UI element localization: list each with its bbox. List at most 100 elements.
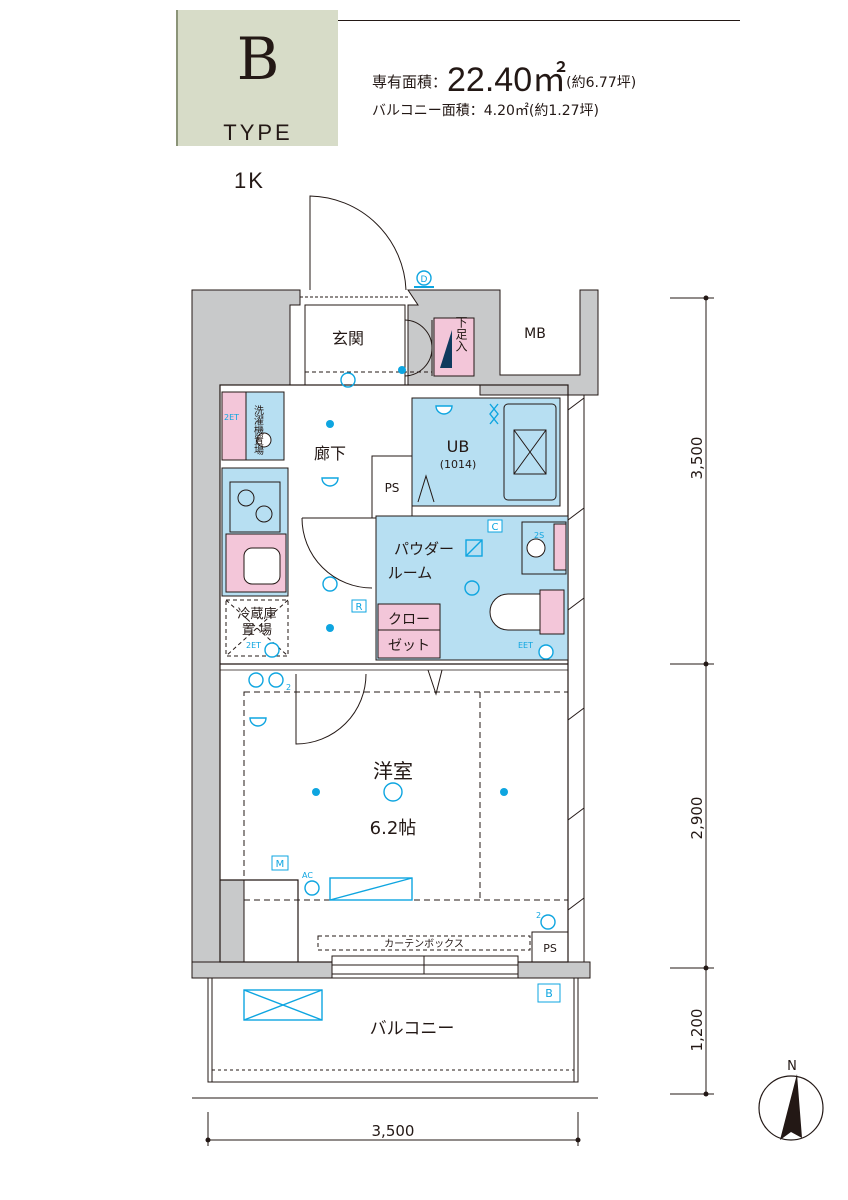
- sink-basin: [243, 547, 281, 585]
- dim-dot-2: [703, 965, 709, 971]
- layout-label: 1K: [234, 168, 265, 193]
- mb-label: MB: [524, 326, 546, 342]
- two-s-label: 2S: [534, 531, 544, 540]
- western-room-area: [243, 691, 569, 901]
- right-wall-tick-1: [567, 397, 585, 411]
- bathtub-x-2: [513, 429, 547, 475]
- d-symbol-label: D: [421, 275, 428, 285]
- closet-door-mark: [427, 669, 443, 696]
- compass-label: N: [787, 1059, 797, 1074]
- stove: [229, 481, 281, 533]
- shoe-box-marker: [440, 330, 452, 368]
- dim-v1: 3,500: [688, 437, 706, 480]
- balcony-area: [207, 977, 579, 1083]
- ub-size-label: (1014): [440, 458, 477, 471]
- western-room-size: 6.2帖: [370, 818, 417, 839]
- dim-v3: 1,200: [688, 1009, 706, 1052]
- entrance-label: 玄関: [332, 329, 364, 348]
- dim-dot-bottom: [703, 1091, 709, 1097]
- ac-label: AC: [302, 871, 313, 880]
- d-symbol: [416, 270, 432, 286]
- eet-label: EET: [518, 641, 533, 650]
- hallway-label: 廊下: [314, 444, 346, 463]
- two-label-2: 2: [536, 911, 541, 920]
- right-wall-tick-4: [567, 707, 585, 721]
- compass: N: [758, 1059, 824, 1141]
- type-word: TYPE: [223, 120, 293, 145]
- two-label-1: 2: [286, 683, 291, 692]
- outlet-room-1: [268, 672, 284, 688]
- r-symbol-label: R: [356, 602, 363, 613]
- powder-label-2: ルーム: [388, 564, 433, 582]
- dim-h-dot-right: [575, 1137, 581, 1143]
- c-symbol-label: C: [492, 522, 499, 533]
- ps-lower: [531, 931, 569, 963]
- m-symbol-box: [271, 855, 289, 871]
- ub-door: [417, 474, 435, 503]
- c-symbol-box: [487, 519, 503, 533]
- shoe-box-label: 下足入: [454, 316, 468, 352]
- type-badge: B TYPE: [176, 10, 338, 146]
- closet-label-2: ゼット: [388, 638, 430, 654]
- outdoor-unit: [243, 989, 323, 1021]
- right-wall-tick-2: [567, 507, 585, 521]
- floor-heater: [329, 877, 413, 901]
- hall-light-1: [326, 420, 334, 428]
- balcony-area: バルコニー面積：4.20㎡(約1.27坪): [372, 103, 599, 119]
- burner-2: [255, 505, 273, 523]
- powder-fan-diag: [465, 539, 483, 557]
- closet: [377, 603, 441, 659]
- compass-ring: [758, 1075, 824, 1141]
- entrance-area: [304, 304, 406, 386]
- exclusive-area-value: 22.40㎡: [447, 61, 567, 99]
- wall-bottom-left: [191, 961, 333, 979]
- b-symbol-label: B: [545, 987, 553, 1000]
- entrance-light: [398, 366, 406, 374]
- dim-v2: 2,900: [688, 797, 706, 840]
- m-symbol-label: M: [276, 859, 285, 870]
- vanity-basin: [526, 538, 546, 558]
- room-downlight: [249, 717, 267, 727]
- exclusive-area-tsubo: (約6.77坪): [566, 75, 637, 91]
- room-light-1: [312, 788, 320, 796]
- fridge-area: [225, 599, 289, 657]
- toilet-tank: [539, 589, 565, 635]
- header-rule: [338, 20, 740, 21]
- b-symbol-box: [537, 983, 561, 1003]
- exclusive-area-label: 専有面積：: [372, 73, 448, 91]
- ps-lower-label: PS: [543, 942, 557, 955]
- hall-downlight: [321, 477, 339, 487]
- fridge-label-2: 置 場: [242, 623, 272, 638]
- outlet-toilet: [538, 644, 554, 660]
- western-room-ceiling: [383, 782, 403, 802]
- dim-h1: 3,500: [372, 1122, 415, 1140]
- two-et-label-2: 2ET: [246, 641, 261, 650]
- ps-upper-label: PS: [385, 481, 400, 495]
- curtain-box-label: カーテンボックス: [384, 938, 464, 950]
- hall-light-2: [326, 624, 334, 632]
- dim-dot-1: [703, 661, 709, 667]
- ub-fan: [489, 403, 499, 425]
- burner-1: [237, 489, 255, 507]
- room-bottom-wall: [220, 879, 299, 962]
- curtain-box: [317, 935, 531, 951]
- dim-dot-top: [703, 295, 709, 301]
- dim-h-dot-left: [205, 1137, 211, 1143]
- powder-fan: [465, 539, 483, 557]
- right-wall-tick-5: [567, 807, 585, 821]
- wall-bottom-right: [517, 961, 591, 979]
- toilet-bowl: [489, 593, 541, 631]
- powder-label-1: パウダー: [394, 540, 454, 558]
- closet-label-1: クロー: [388, 612, 430, 628]
- ub-label: UB: [447, 437, 470, 456]
- floor-heater-diag: [329, 877, 413, 901]
- outlet-fridge: [264, 642, 280, 658]
- washer-pink: [221, 391, 247, 461]
- type-letter: B: [236, 25, 280, 93]
- washer-label: 洗濯機置場: [252, 405, 264, 456]
- right-wall-tick-6: [567, 897, 585, 911]
- outdoor-unit-x-2: [243, 989, 323, 1021]
- bathtub-inner: [513, 429, 547, 475]
- balcony-label: バルコニー: [370, 1019, 455, 1039]
